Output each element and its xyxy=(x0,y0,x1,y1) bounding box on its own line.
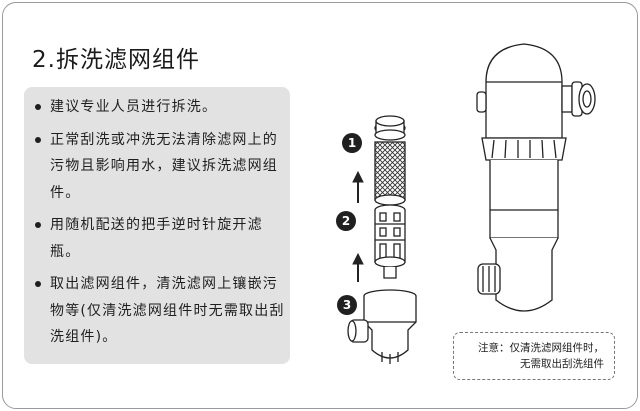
note-line-2: 无需取出刮洗组件 xyxy=(520,358,604,370)
list-item: 用随机配送的把手逆时针旋开滤瓶。 xyxy=(32,212,288,265)
step-1-badge: 1 xyxy=(342,133,362,153)
bullet-dot-icon xyxy=(35,136,41,143)
instruction-list: 建议专业人员进行拆洗。 正常刮洗或冲洗无法清除滤网上的污物且影响用水，建议拆洗滤… xyxy=(32,94,288,357)
section-title: 2.拆洗滤网组件 xyxy=(32,47,200,73)
list-item-text: 正常刮洗或冲洗无法清除滤网上的污物且影响用水，建议拆洗滤网组件。 xyxy=(50,131,278,201)
note-line-1: 注意：仅清洗滤网组件时， xyxy=(478,342,604,354)
up-arrow-icon xyxy=(352,170,364,203)
instruction-panel: 建议专业人员进行拆洗。 正常刮洗或冲洗无法清除滤网上的污物且影响用水，建议拆洗滤… xyxy=(24,87,290,364)
step-3-badge: 3 xyxy=(337,295,357,315)
filter-bowl-part xyxy=(347,289,417,364)
list-item: 取出滤网组件，清洗滤网上镶嵌污物等(仅清洗滤网组件时无需取出刮洗组件)。 xyxy=(32,271,288,351)
up-arrow-icon xyxy=(352,252,364,282)
assembled-filter xyxy=(476,43,596,312)
bullet-dot-icon xyxy=(35,281,41,287)
filter-screen-part xyxy=(374,115,406,206)
list-item: 建议专业人员进行拆洗。 xyxy=(32,94,288,121)
bullet-dot-icon xyxy=(35,222,41,228)
list-item-text: 用随机配送的把手逆时针旋开滤瓶。 xyxy=(50,217,263,260)
list-item-text: 建议专业人员进行拆洗。 xyxy=(50,99,218,115)
bullet-dot-icon xyxy=(35,104,41,110)
scraper-part xyxy=(374,204,406,279)
list-item-text: 取出滤网组件，清洗滤网上镶嵌污物等(仅清洗滤网组件时无需取出刮洗组件)。 xyxy=(50,276,285,345)
step-2-badge: 2 xyxy=(336,211,356,231)
list-item: 正常刮洗或冲洗无法清除滤网上的污物且影响用水，建议拆洗滤网组件。 xyxy=(32,127,288,207)
note-box: 注意：仅清洗滤网组件时， 无需取出刮洗组件 xyxy=(453,332,615,380)
